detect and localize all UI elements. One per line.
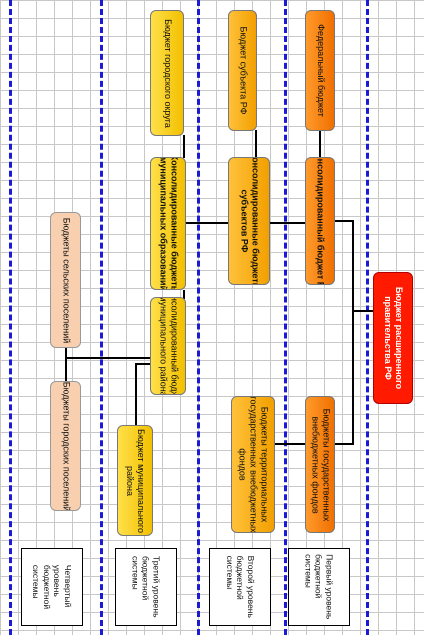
consolidated-municipal-formations-node: Консолидированные бюджеты муниципальных … [150,157,186,290]
budget-extended-government-label: Бюджет расширенного правительства РФ [383,286,405,390]
level-divider [9,0,12,635]
level-one-caption: Первый уровень бюджетной системы [288,548,350,626]
consolidated-municipal-formations-label: Консолидированные бюджеты муниципальных … [158,157,180,290]
rural-settlements-node: Бюджеты сельских поселений [50,212,81,348]
federal-budget-node: Федеральный бюджет [305,10,335,131]
connector-line [183,290,185,299]
territorial-funds-node: Бюджеты территориальных государственных … [231,396,275,533]
budget-city-district-node: Бюджет городского округа [150,10,184,136]
connector-line [255,130,257,158]
budget-municipal-district-label: Бюджет муниципального района [125,428,147,533]
level-three-caption: Третий уровень бюджетной системы [115,548,177,626]
level-divider [100,0,103,635]
connector-line [319,130,321,158]
consolidated-budget-rf-node: Консолидированный бюджет РФ [305,157,335,285]
connector-line [335,443,354,445]
connector-line [352,220,354,445]
connector-line [135,363,137,425]
consolidated-municipal-district-node: Консолидированный бюджет муниципального … [150,297,186,395]
budget-subject-rf-node: Бюджет субъекта РФ [228,10,257,131]
territorial-funds-label: Бюджеты территориальных государственных … [237,396,270,533]
consolidated-budgets-subjects-label: Консолидированные бюджеты субъектов РФ [239,157,261,285]
budget-city-district-label: Бюджет городского округа [162,18,173,128]
level-four-label: Четвертый уровень бюджетной системы [31,564,74,610]
consolidated-budget-rf-label: Консолидированный бюджет РФ [315,157,326,285]
level-one-label: Первый уровень бюджетной системы [303,554,335,620]
level-divider [366,0,369,635]
level-four-caption: Четвертый уровень бюджетной системы [21,548,83,626]
budget-municipal-district-node: Бюджет муниципального района [117,425,153,536]
level-divider [284,0,287,635]
urban-settlements-label: Бюджеты городских поселений [61,381,72,511]
connector-line [65,357,151,359]
connector-line [183,135,185,158]
consolidated-municipal-district-label: Консолидированный бюджет муниципального … [158,297,180,395]
state-extrabudgetary-funds-node: Бюджеты государственных внебюджетных фон… [305,396,335,533]
federal-budget-label: Федеральный бюджет [315,24,326,117]
connector-line [274,443,306,445]
connector-line [135,363,151,365]
budget-extended-government-node: Бюджет расширенного правительства РФ [373,272,413,404]
connector-line [352,310,374,312]
state-extrabudgetary-funds-label: Бюджеты государственных внебюджетных фон… [310,408,331,521]
urban-settlements-node: Бюджеты городских поселений [50,381,81,511]
connector-line [65,347,67,382]
level-three-label: Третий уровень бюджетной системы [130,556,162,618]
level-divider [197,0,200,635]
consolidated-budgets-subjects-node: Консолидированные бюджеты субъектов РФ [228,157,270,285]
rural-settlements-label: Бюджеты сельских поселений [61,217,72,343]
level-two-label: Второй уровень бюджетной системы [224,555,256,619]
connector-line [335,220,354,222]
budget-subject-rf-label: Бюджет субъекта РФ [238,26,248,115]
level-two-caption: Второй уровень бюджетной системы [209,548,271,626]
